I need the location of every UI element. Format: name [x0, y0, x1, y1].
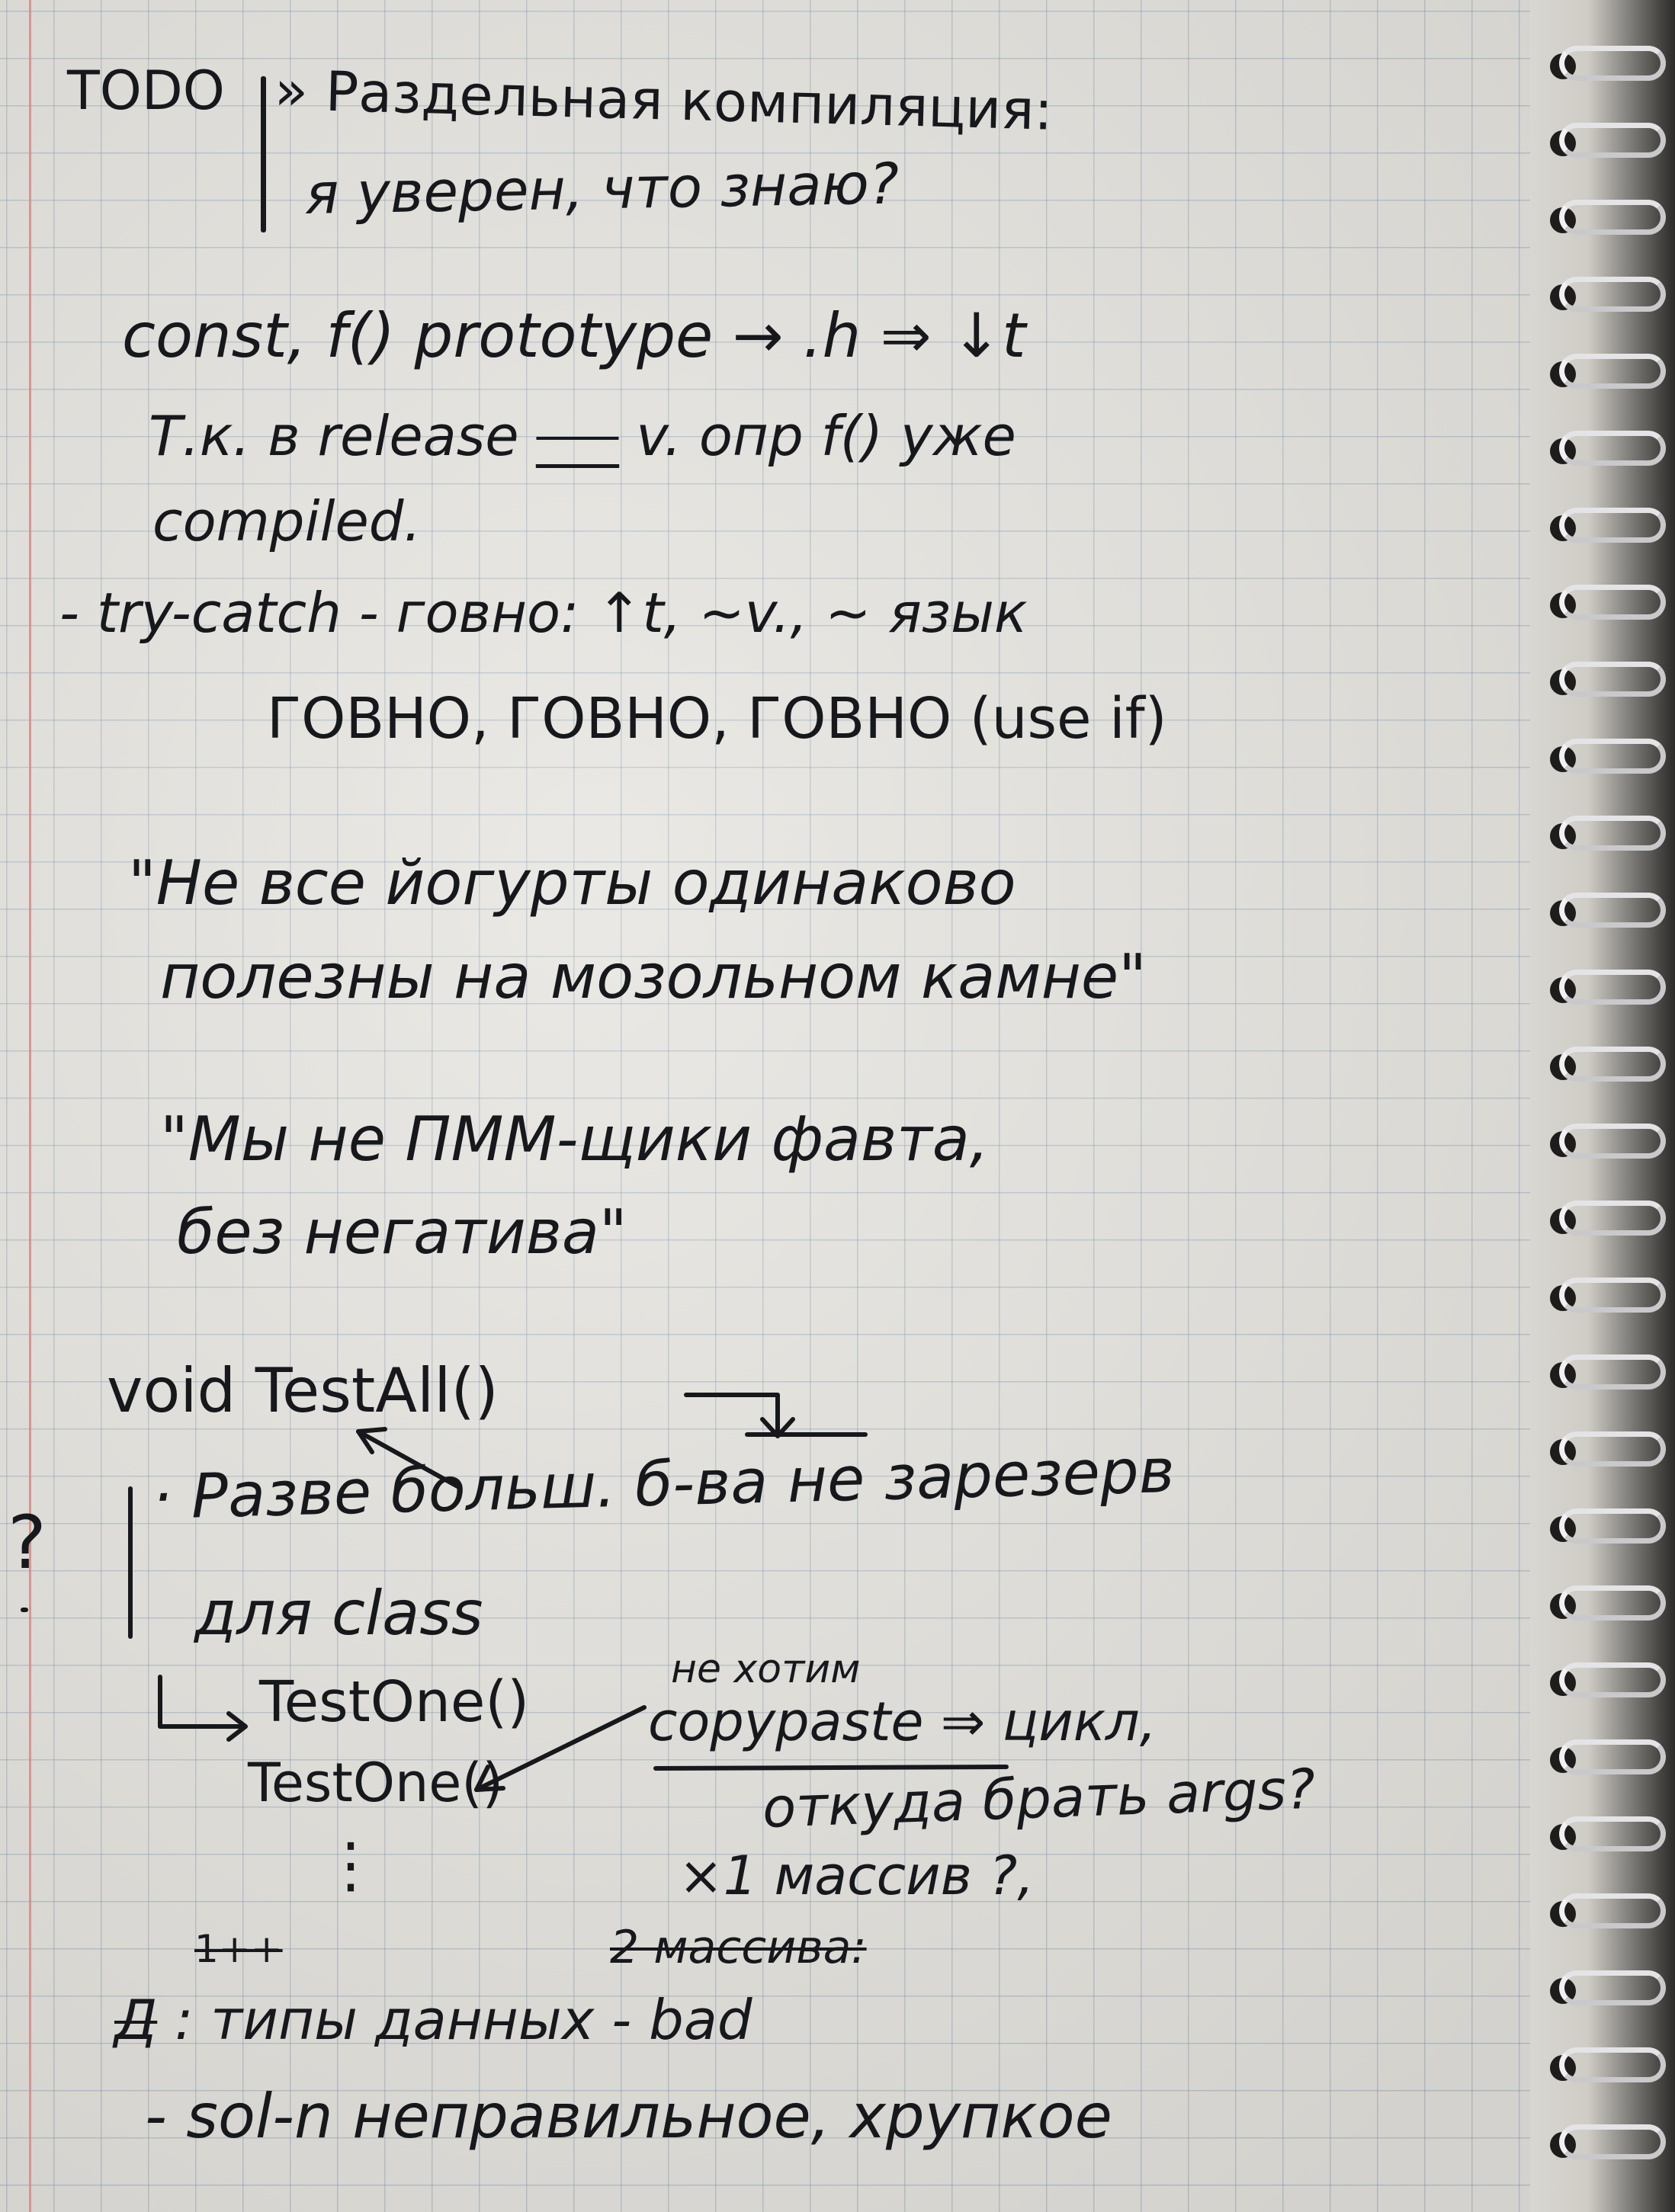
binding-coil — [1559, 2047, 1666, 2082]
binding-coil — [1559, 1201, 1666, 1236]
govno-line: ГОВНО, ГОВНО, ГОВНО (use if) — [267, 686, 1167, 752]
todo-label: TODO — [67, 59, 225, 122]
binding-coil — [1559, 816, 1666, 851]
ne-hotim-note: не хотим — [671, 1646, 861, 1692]
test-one-bracket-arrow — [158, 1675, 246, 1729]
binding-coil — [1559, 431, 1666, 466]
copypaste-note: copypaste ⇒ цикл, — [648, 1691, 1157, 1753]
binding-coil — [1559, 1508, 1666, 1544]
binding-coil — [1559, 200, 1666, 235]
binding-coil — [1559, 1662, 1666, 1697]
binding-coil — [1559, 354, 1666, 389]
quote-pmm-line-2: без негатива" — [177, 1197, 627, 1268]
release-note-tail: v. опр f() уже — [636, 404, 1016, 468]
binding-coil — [1559, 662, 1666, 697]
razve-vertical-bar — [128, 1486, 133, 1639]
binding-coil — [1559, 1893, 1666, 1928]
compiled-note: compiled. — [152, 489, 422, 553]
release-note: Т.к. в release ___ v. опр f() уже — [149, 404, 1016, 468]
binding-coil — [1559, 46, 1666, 81]
binding-coil — [1559, 1047, 1666, 1082]
binding-coil — [1559, 277, 1666, 312]
try-catch-note: - try-catch - говно: ↑t, ~v., ~ язык — [59, 581, 1028, 645]
const-prototype-note: const, f() prototype → .h ⇒ ↓t — [122, 300, 1026, 371]
binding-coil — [1559, 2124, 1666, 2159]
binding-coil — [1559, 585, 1666, 620]
binding-coil — [1559, 1816, 1666, 1851]
quote-yogurt-line-2: полезны на мозольном камне" — [160, 941, 1147, 1012]
data-types-text: : типы данных - bad — [175, 1988, 752, 2052]
binding-coil — [1559, 1585, 1666, 1621]
void-test-all: void TestAll() — [107, 1355, 499, 1426]
dva-massiva-note: 2 массива: — [610, 1921, 867, 1974]
sol-note: - sol-n неправильное, хрупкое — [145, 2081, 1112, 2152]
release-note-crossed: ___ — [536, 404, 619, 468]
razve-arrow-head — [356, 1427, 387, 1454]
test-one-call-1: TestOne() — [259, 1669, 530, 1735]
quote-pmm-line-1: "Мы не ПММ-щики фавта, — [160, 1104, 990, 1175]
binding-coil — [1559, 508, 1666, 543]
spiral-binding — [1530, 0, 1675, 2212]
test-all-side-arrow — [684, 1393, 780, 1435]
binding-coil — [1559, 1431, 1666, 1467]
data-types-note: Д : типы данных - bad — [114, 1988, 752, 2052]
binding-coil — [1559, 1354, 1666, 1390]
binding-coil — [1559, 1124, 1666, 1159]
test-one-call-2: TestOne() — [248, 1752, 503, 1814]
todo-vertical-bar — [261, 76, 266, 232]
binding-coil — [1559, 123, 1666, 158]
copypaste-underline — [653, 1765, 1009, 1771]
razve-arrow — [356, 1429, 460, 1489]
binding-coil — [1559, 893, 1666, 928]
question-mark: ? — [8, 1500, 47, 1585]
data-types-crossed: Д — [114, 1988, 158, 2052]
massiv-note: ×1 массив ?, — [679, 1845, 1035, 1907]
test-one-bracket-arrow-head — [226, 1711, 248, 1742]
binding-coil — [1559, 1970, 1666, 2005]
test-one-ellipsis: ⋮ — [320, 1829, 381, 1900]
binding-coil — [1559, 970, 1666, 1005]
copypaste-arrow-head — [474, 1765, 505, 1792]
quote-yogurt-line-1: "Не все йогурты одинаково — [128, 848, 1016, 918]
binding-coil — [1559, 1739, 1666, 1774]
dlya-class-note: для class — [194, 1578, 483, 1649]
release-note-text: Т.к. в release — [149, 404, 519, 468]
crossed-note-1: 1++ — [194, 1927, 283, 1971]
copypaste-arrow — [474, 1705, 647, 1792]
binding-coil — [1559, 739, 1666, 774]
binding-coil — [1559, 1278, 1666, 1313]
red-margin-line — [29, 0, 31, 2212]
